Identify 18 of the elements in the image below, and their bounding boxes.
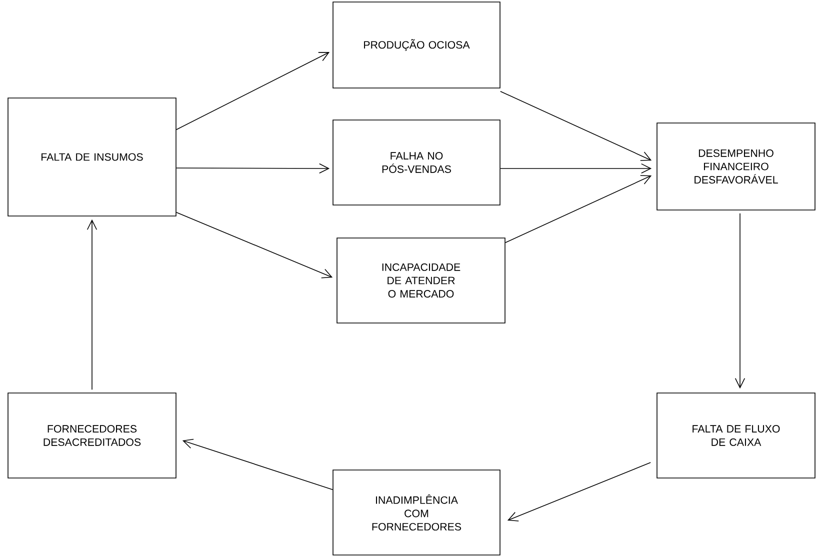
process-box: DESEMPENHO FINANCEIRO DESFAVORÁVEL [656, 122, 816, 210]
process-box: PRODUÇÃO OCIOSA [332, 2, 500, 88]
process-box: FALHA NO PÓS-VENDAS [332, 120, 500, 206]
arrow [86, 219, 98, 390]
arrow [505, 175, 652, 243]
arrow [500, 163, 652, 174]
process-box: INCAPACIDADE DE ATENDER O MERCADO [336, 238, 506, 324]
arrow [500, 91, 652, 161]
arrow [507, 462, 651, 522]
arrow [176, 163, 330, 174]
process-box: FORNECEDORES DESACREDITADOS [8, 392, 176, 478]
process-box: INADIMPLÊNCIA COM FORNECEDORES [332, 470, 500, 556]
process-box: FALTA DE FLUXO DE CAIXA [656, 392, 816, 478]
arrow [182, 438, 333, 490]
arrow [176, 52, 330, 130]
arrow [176, 212, 333, 278]
process-box: FALTA DE INSUMOS [8, 98, 176, 216]
arrow [734, 212, 746, 389]
